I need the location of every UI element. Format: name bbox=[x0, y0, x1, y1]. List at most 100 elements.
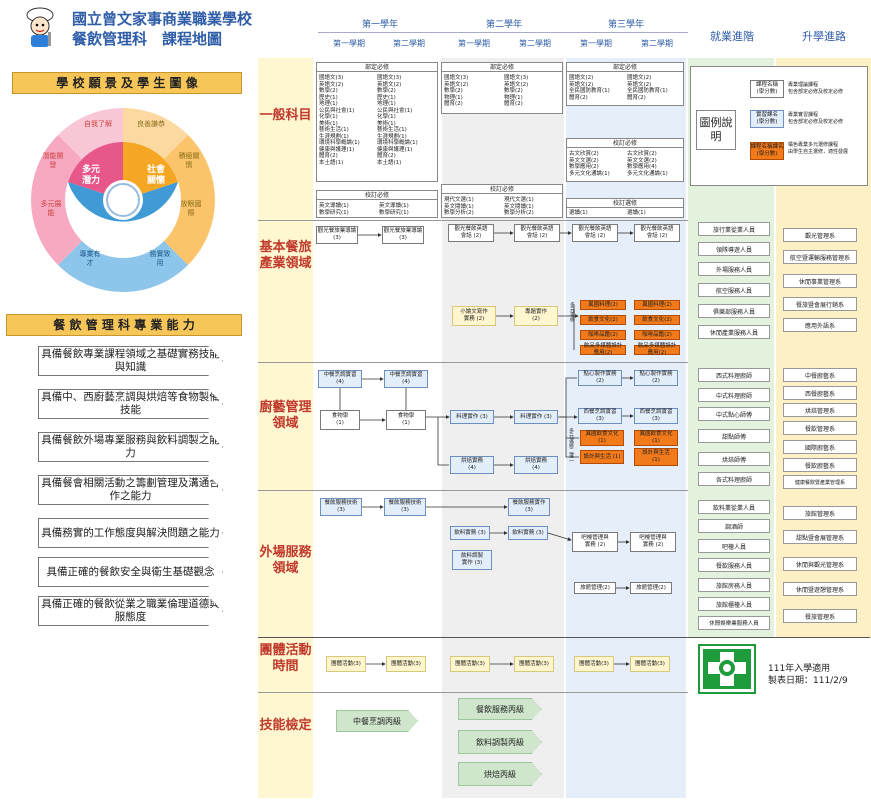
course-box: 食物學 (1) bbox=[320, 410, 360, 430]
year3-header: 第三學年 bbox=[607, 20, 644, 30]
semester-2: 第二學期 bbox=[393, 39, 425, 48]
legend-elective-sample: 課程名稱課名 (學分數) bbox=[750, 142, 784, 160]
further-item: 餐旅管理系 bbox=[783, 609, 857, 623]
skill-cert: 烘焙丙級 bbox=[458, 762, 542, 786]
competency-item: 具備餐飲外場專業服務與飲料調製之能力 bbox=[38, 432, 223, 462]
course-list: 選讀(1) bbox=[627, 210, 646, 216]
course-list: 國語文(3) 英語文(2) 數學(2) 物理(1) 體育(2) bbox=[504, 75, 529, 107]
legend-title: 圖例說明 bbox=[696, 110, 736, 150]
course-box: 餐飲服務技術 (3) bbox=[384, 498, 426, 516]
competency-item: 具備中、西廚藝烹調與烘焙等食物製備技能 bbox=[38, 389, 223, 419]
course-box: 烘焙實務 (4) bbox=[450, 456, 494, 474]
course-box: 觀光餐飲英語 會話 (2) bbox=[572, 224, 618, 242]
course-box: 專題實作 (2) bbox=[514, 306, 558, 326]
elective-label: 多元選修 bbox=[569, 302, 575, 322]
further-item: 休閒與觀光管理系 bbox=[783, 557, 857, 571]
vision-outer-4: 放眼國際 bbox=[180, 200, 202, 217]
elective-box: 異國飲食文化 (1) bbox=[634, 430, 678, 446]
course-box: 烘焙實務 (4) bbox=[514, 456, 558, 474]
activity-box: 團體活動(3) bbox=[386, 656, 426, 672]
created-date: 製表日期：111/2/9 bbox=[768, 676, 848, 686]
course-box: 點心製作實務 (2) bbox=[634, 370, 678, 386]
row-divider bbox=[258, 637, 870, 638]
further-item: 應用外語系 bbox=[783, 318, 857, 332]
further-item: 旅館管理系 bbox=[783, 506, 857, 520]
course-box: 點心製作實務 (2) bbox=[578, 370, 622, 386]
vision-wheel bbox=[28, 105, 218, 295]
course-box: 飲料實務 (3) bbox=[508, 526, 548, 540]
further-item: 甜點暨會展管理系 bbox=[783, 530, 857, 544]
competency-item: 具備餐飲專業課程領域之基礎實務技能與知識 bbox=[38, 346, 223, 376]
course-box: 觀光餐旅業導論 (3) bbox=[382, 226, 424, 244]
semester-3: 第一學期 bbox=[458, 39, 490, 48]
course-box: 旅館管理(2) bbox=[630, 582, 672, 594]
competency-item: 具備餐會相關活動之籌劃管理及溝通合作之能力 bbox=[38, 475, 223, 505]
general-y2-school: 校訂必修 現代文選(1) 英文閱讀(1) 數學分析(2) 現代文選(1) 英文閱… bbox=[441, 184, 563, 218]
vision-outer-7: 多元展能 bbox=[40, 200, 62, 217]
vision-outer-2: 良善謙恭 bbox=[137, 120, 165, 128]
elective-box: 異國料理(2) bbox=[634, 300, 680, 310]
career-item: 各式料理廚師 bbox=[698, 472, 770, 486]
vision-outer-5: 務實致用 bbox=[149, 250, 171, 267]
further-item: 餐飲管理系 bbox=[783, 421, 857, 435]
vision-inner-1: 多元潛力 bbox=[81, 165, 100, 186]
career-item: 西式料理廚師 bbox=[698, 368, 770, 382]
vision-outer-8: 潛能開發 bbox=[42, 152, 64, 169]
vision-title: 學 校 願 景 及 學 生 圖 像 bbox=[12, 72, 242, 94]
elective-box: 飲品多媒體設計應用(2) bbox=[580, 343, 626, 356]
course-list: 國語文(3) 英語文(2) 數學(2) 物理(1) 體育(2) bbox=[444, 75, 469, 107]
domain-kitchen: 廚藝管理領域 bbox=[259, 400, 312, 431]
row-divider bbox=[258, 490, 688, 491]
career-item: 餐飲服務人員 bbox=[698, 558, 770, 572]
domain-skills: 技能檢定 bbox=[259, 718, 312, 733]
course-box: 餐飲服務實作 (3) bbox=[508, 498, 550, 516]
further-item: 中餐廚藝系 bbox=[783, 368, 857, 382]
further-item: 休閒事業管理系 bbox=[783, 274, 857, 288]
vision-outer-3: 積極關懷 bbox=[178, 152, 200, 169]
elective-box: 飲食文化(2) bbox=[580, 315, 626, 325]
course-list: 國語文(3) 英語文(2) 數學(2) 歷史(1) 地理(1) 公民與社會(1)… bbox=[377, 75, 418, 166]
general-y3-school: 校訂必修 古文欣賞(2) 英文文選(2) 數學應用(2) 多元文化通論(1) 古… bbox=[566, 138, 684, 182]
vision-outer-1: 自我了解 bbox=[84, 120, 112, 128]
elective-box: 飲品多媒體設計應用(2) bbox=[634, 343, 680, 356]
career-item: 休閒產業服務人員 bbox=[698, 325, 770, 339]
vision-outer-6: 專業有才 bbox=[79, 250, 101, 267]
activity-box: 團體活動(3) bbox=[630, 656, 670, 672]
elective-label: 多元選修二選一 bbox=[568, 428, 574, 463]
domain-basic: 基本餐旅產業領域 bbox=[259, 240, 312, 271]
course-list: 選讀(1) bbox=[569, 210, 588, 216]
course-list: 國語文(2) 英語文(2) 全民國防教育(1) 體育(2) bbox=[569, 75, 610, 101]
course-list: 國語文(2) 英語文(2) 全民國防教育(1) 體育(2) bbox=[627, 75, 668, 101]
legend-elective-desc: 橘色專業多元選修課程 由學生自主選修，適性發展 bbox=[788, 142, 849, 155]
semester-4: 第二學期 bbox=[519, 39, 551, 48]
course-list: 古文欣賞(2) 英文文選(2) 數學應用(2) 多元文化通論(1) bbox=[569, 151, 610, 177]
course-box: 中餐烹調實習 (4) bbox=[318, 370, 362, 388]
course-box: 小論文寫作 實務 (2) bbox=[452, 306, 496, 326]
skill-cert: 飲料調製丙級 bbox=[458, 730, 542, 754]
course-box: 西餐烹調實習 (3) bbox=[578, 408, 622, 424]
elective-box: 咖啡品鑑(2) bbox=[580, 330, 626, 340]
career-item: 領隊導遊人員 bbox=[698, 242, 770, 256]
school-emblem-icon bbox=[698, 644, 756, 694]
year2-header: 第二學年 bbox=[485, 20, 522, 30]
domain-service: 外場服務領域 bbox=[259, 545, 312, 576]
career-item: 休閒娛樂業服務人員 bbox=[698, 616, 770, 630]
course-list: 英文導讀(1) 數學研究(1) bbox=[379, 203, 409, 216]
course-box: 觀光餐飲英語 會話 (2) bbox=[634, 224, 680, 242]
course-box: 飲料實務 (3) bbox=[450, 526, 490, 540]
further-item: 健康餐飲暨產業管理系 bbox=[783, 475, 857, 489]
elective-box: 設計與生活 (1) bbox=[580, 450, 624, 464]
competency-item: 具備務實的工作態度與解決問題之能力 bbox=[38, 518, 223, 548]
activity-box: 團體活動(3) bbox=[326, 656, 366, 672]
course-list: 英文導讀(1) 數學研究(1) bbox=[319, 203, 349, 216]
activity-box: 團體活動(3) bbox=[514, 656, 554, 672]
further-item: 餐飲廚藝系 bbox=[783, 458, 857, 472]
competency-title: 餐 飲 管 理 科 專 業 能 力 bbox=[6, 314, 242, 336]
elective-box: 咖啡品鑑(2) bbox=[634, 330, 680, 340]
course-box: 料理實作 (3) bbox=[514, 410, 558, 424]
semester-1: 第一學期 bbox=[333, 39, 365, 48]
general-y2-dept: 部定必修 國語文(3) 英語文(2) 數學(2) 物理(1) 體育(2) 國語文… bbox=[441, 62, 563, 114]
further-item: 航空暨運輸服務管理系 bbox=[783, 250, 857, 264]
career-item: 俱樂部服務人員 bbox=[698, 304, 770, 318]
